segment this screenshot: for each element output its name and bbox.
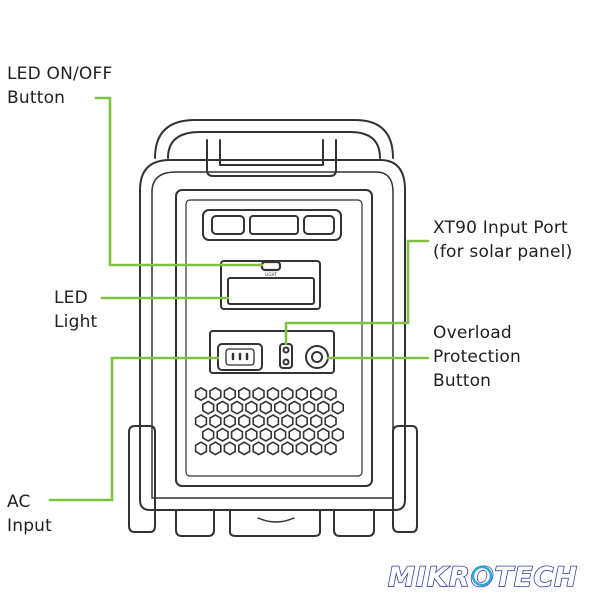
leader-line-xt90 <box>284 239 430 346</box>
carry-handle <box>154 119 394 177</box>
vent-hole <box>216 427 229 442</box>
vent-hole <box>288 427 301 442</box>
vent-hole <box>317 427 330 442</box>
vent-hole <box>295 441 309 456</box>
vent-hole <box>324 441 337 456</box>
vent-hole <box>223 441 236 456</box>
vent-hole <box>223 414 236 429</box>
vent-hole <box>266 386 280 402</box>
label-ac-input: AC Input <box>7 492 53 536</box>
led-button <box>260 260 282 272</box>
vent-hole <box>295 386 309 402</box>
vent-hole <box>252 414 265 429</box>
brand-logo-text: MIKROTECH <box>388 562 578 593</box>
vent-hole <box>281 441 294 456</box>
led-small-label: LIGHT <box>265 272 278 277</box>
overload-button <box>305 345 329 369</box>
vent-hole <box>259 427 273 442</box>
label-led-onoff-button: LED ON/OFF Button <box>7 64 113 108</box>
left-wheel <box>128 425 156 533</box>
vent-hole <box>324 414 337 429</box>
vent-hole <box>252 441 265 456</box>
vent-hole <box>238 414 251 429</box>
vent-hole <box>202 400 215 415</box>
vent-hole <box>281 386 294 402</box>
vent-hole <box>288 400 301 415</box>
led-panel <box>220 260 321 310</box>
led-light <box>227 277 315 305</box>
vent-hole <box>302 400 316 415</box>
vent-hole <box>317 400 330 415</box>
device-body <box>139 159 406 511</box>
vent-hole <box>266 441 280 456</box>
vent-hole <box>273 400 287 415</box>
vent-hole <box>309 414 323 429</box>
vent-hole <box>194 386 208 402</box>
vent-hole <box>194 414 208 429</box>
label-xt90-input-port: XT90 Input Port (for solar panel) <box>433 218 573 262</box>
front-panel <box>175 189 373 487</box>
vent-hole <box>230 400 244 415</box>
vent-hole <box>209 441 222 456</box>
right-wheel <box>392 425 418 533</box>
port-panel <box>209 330 335 374</box>
hex-grille <box>194 386 345 456</box>
vent-hole <box>238 441 251 456</box>
brand-logo: MIKROTECH <box>387 561 578 594</box>
label-led-light: LED Light <box>54 288 98 332</box>
vent-hole <box>252 386 265 402</box>
vent-hole <box>295 414 309 429</box>
leader-line-ac-input <box>48 356 220 502</box>
vent-hole <box>273 427 287 442</box>
vent-hole <box>309 441 323 456</box>
label-overload-protection-button: Overload Protection Button <box>433 323 522 391</box>
vent-hole <box>230 427 244 442</box>
vent-hole <box>331 400 345 415</box>
vent-hole <box>266 414 280 429</box>
vent-hole <box>245 427 258 442</box>
vent-hole <box>238 386 251 402</box>
vent-hole <box>209 414 222 429</box>
vent-hole <box>202 427 215 442</box>
vent-hole <box>223 386 236 402</box>
brand-logo-accent <box>471 565 493 587</box>
vent-hole <box>216 400 229 415</box>
top-vent <box>202 209 342 241</box>
vent-hole <box>309 386 323 402</box>
vent-hole <box>194 441 208 456</box>
leader-line-led-button <box>94 96 264 267</box>
vent-hole <box>209 386 222 402</box>
vent-hole <box>331 427 345 442</box>
vent-hole <box>324 386 337 402</box>
vent-hole <box>302 427 316 442</box>
vent-hole <box>259 400 273 415</box>
vent-hole <box>281 414 294 429</box>
vent-hole <box>245 400 258 415</box>
